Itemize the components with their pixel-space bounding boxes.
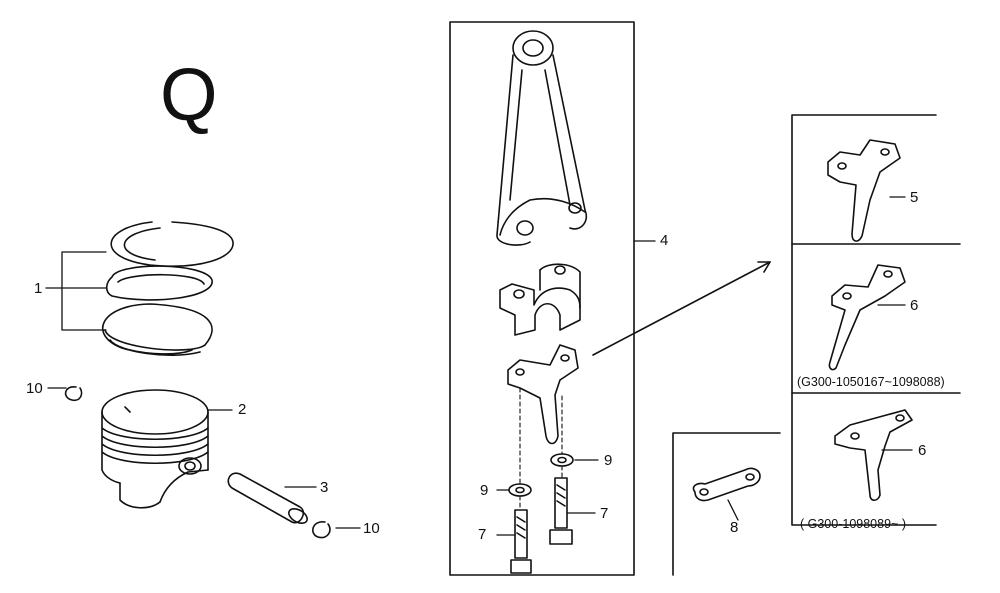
callout-9-left: 9 xyxy=(480,482,489,499)
callout-7-right: 7 xyxy=(600,505,609,522)
callout-4: 4 xyxy=(660,232,669,249)
callout-7-left: 7 xyxy=(478,526,487,543)
piston-pin-clip-right xyxy=(312,521,331,539)
oil-dipper-variant-6-first xyxy=(828,264,906,371)
lock-plate-frame xyxy=(672,432,781,576)
callout-2: 2 xyxy=(238,401,247,418)
callout-6-second: 6 xyxy=(918,442,927,459)
serial-range-first: (G300-1050167~1098088) xyxy=(797,375,945,389)
connecting-rod-cap xyxy=(499,263,581,336)
washer-left xyxy=(508,483,532,497)
callout-1: 1 xyxy=(34,280,43,297)
callout-10-left: 10 xyxy=(26,380,43,397)
serial-range-second: ( G300-1098089~ ) xyxy=(800,517,906,531)
oil-dipper-variants-frame xyxy=(791,114,961,526)
callout-5: 5 xyxy=(910,189,919,206)
connecting-rod xyxy=(496,30,588,246)
connecting-rod-group-frame xyxy=(449,21,635,576)
lock-plate xyxy=(692,467,761,502)
callout-6-first: 6 xyxy=(910,297,919,314)
section-letter: Q xyxy=(160,53,218,136)
bolt-left xyxy=(510,509,532,574)
washer-right xyxy=(550,453,574,467)
piston-pin xyxy=(227,472,308,525)
leader-lines xyxy=(45,196,913,536)
assembly-lines xyxy=(519,387,563,509)
callout-9-right: 9 xyxy=(604,452,613,469)
piston-pin-clip-left xyxy=(64,386,83,402)
callout-8: 8 xyxy=(730,519,739,536)
callout-10-right: 10 xyxy=(363,520,380,537)
oil-dipper-variant-5 xyxy=(827,139,901,242)
bolt-right xyxy=(549,477,573,545)
piston-rings xyxy=(101,221,234,357)
callout-3: 3 xyxy=(320,479,329,496)
variant-arrow xyxy=(592,261,771,356)
oil-dipper-main xyxy=(507,344,579,445)
piston xyxy=(101,389,209,509)
oil-dipper-variant-6-second xyxy=(834,409,913,502)
